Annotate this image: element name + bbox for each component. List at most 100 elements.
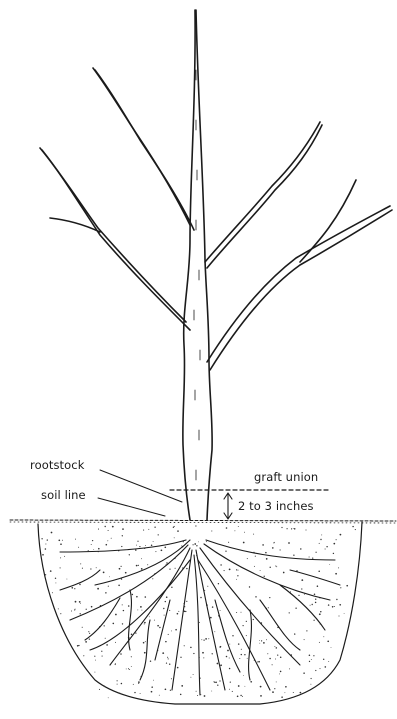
soil-dot	[323, 659, 324, 660]
soil-dot	[185, 611, 186, 612]
soil-dot	[128, 605, 130, 607]
soil-dot	[133, 684, 134, 685]
soil-dot	[237, 695, 239, 697]
soil-dot	[177, 667, 179, 669]
soil-dot	[55, 578, 56, 579]
soil-dot	[310, 605, 311, 606]
soil-dot	[45, 574, 46, 575]
soil-dot	[212, 606, 213, 607]
soil-dot	[229, 689, 230, 690]
soil-dot	[258, 661, 260, 663]
soil-dot	[312, 557, 313, 558]
soil-dot	[143, 642, 145, 644]
soil-dot	[181, 685, 183, 687]
soil-dot	[74, 609, 75, 610]
soil-dot	[253, 619, 254, 620]
soil-dot	[208, 638, 209, 639]
soil-dot	[212, 653, 213, 654]
soil-dot	[195, 525, 196, 526]
soil-dot	[174, 537, 175, 538]
soil-dot	[314, 593, 316, 595]
soil-dot	[122, 535, 123, 536]
soil-dot	[144, 622, 146, 624]
depth-arrow	[224, 493, 232, 519]
soil-dot	[323, 636, 324, 637]
soil-dot	[104, 685, 106, 687]
soil-dot	[288, 542, 290, 544]
soil-dot	[275, 565, 276, 566]
soil-dot	[186, 601, 187, 602]
soil-dot	[325, 666, 327, 668]
soil-dot	[41, 538, 42, 539]
soil-dot	[311, 678, 312, 679]
soil-dot	[75, 609, 76, 610]
soil-dot	[273, 542, 274, 543]
soil-dot	[121, 683, 123, 685]
soil-dot	[293, 555, 294, 556]
soil-dot	[168, 658, 169, 659]
soil-dot	[144, 652, 146, 654]
soil-dot	[151, 691, 153, 693]
soil-dot	[88, 550, 89, 551]
soil-dot	[315, 670, 316, 671]
soil-dot	[128, 668, 129, 669]
soil-dot	[131, 634, 133, 636]
soil-dot	[304, 639, 305, 640]
soil-dot	[171, 678, 172, 679]
soil-dot	[123, 610, 124, 611]
soil-dot	[257, 661, 258, 662]
soil-dot	[236, 579, 237, 580]
rootstock-leader-line	[100, 470, 182, 502]
soil-dot	[336, 539, 337, 540]
soil-dot	[158, 534, 159, 535]
soil-dot	[229, 668, 231, 670]
soil-dot	[167, 657, 168, 658]
soil-dot	[196, 691, 197, 692]
soil-dot	[334, 606, 335, 607]
soil-dot	[214, 631, 215, 632]
soil-dot	[318, 570, 320, 572]
soil-dot	[300, 692, 302, 694]
soil-dot	[151, 686, 153, 688]
soil-dot	[129, 554, 130, 555]
soil-dot	[276, 681, 277, 682]
soil-dot	[261, 640, 262, 641]
soil-dot	[193, 653, 194, 654]
soil-dot	[245, 686, 246, 687]
soil-dot	[202, 652, 204, 654]
soil-dot	[272, 664, 273, 665]
soil-dot	[264, 576, 265, 577]
soil-dot	[253, 534, 254, 535]
soil-dot	[239, 658, 240, 659]
soil-dot	[129, 669, 130, 670]
soil-dot	[88, 631, 89, 632]
soil-dot	[265, 552, 267, 554]
soil-dot	[141, 568, 143, 570]
soil-dot	[112, 526, 114, 528]
soil-dot	[263, 642, 265, 644]
soil-dot	[120, 653, 122, 655]
soil-dot	[108, 586, 109, 587]
soil-dot	[303, 672, 305, 674]
soil-dot	[153, 680, 154, 681]
soil-dot	[78, 547, 79, 548]
soil-dot	[115, 663, 116, 664]
soil-dot	[85, 641, 87, 643]
soil-dot	[121, 546, 122, 547]
soil-dot	[55, 582, 56, 583]
soil-dot	[42, 554, 44, 556]
root-system	[60, 540, 340, 695]
soil-dot	[71, 610, 72, 611]
soil-dot	[79, 584, 80, 585]
soil-dot	[75, 539, 76, 540]
soil-dot	[45, 548, 47, 550]
soil-dot	[198, 541, 199, 542]
soil-dot	[184, 645, 185, 646]
soil-dot	[137, 609, 138, 610]
soil-dot	[98, 548, 100, 550]
rootstock-label: rootstock	[30, 460, 84, 472]
soil-dot	[91, 544, 92, 545]
soil-dot	[229, 569, 231, 571]
soil-dot	[294, 528, 296, 530]
